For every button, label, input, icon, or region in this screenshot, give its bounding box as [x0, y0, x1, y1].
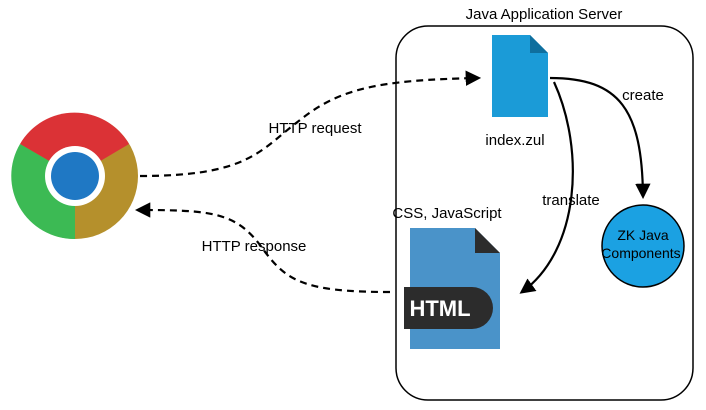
zk-label-line2: Components [601, 245, 680, 261]
server-container [395, 25, 694, 401]
html-document-icon: HTML [404, 228, 500, 349]
zk-label-line1: ZK Java [617, 227, 669, 243]
translate-label: translate [542, 192, 600, 209]
css-js-label: CSS, JavaScript [392, 205, 502, 222]
html-badge-text: HTML [409, 296, 470, 321]
server-title: Java Application Server [466, 6, 623, 23]
http-response-arrow [134, 202, 391, 294]
index-zul-label: index.zul [485, 132, 544, 149]
http-request-label: HTTP request [268, 120, 362, 137]
index-zul-file-icon [492, 35, 548, 117]
http-response-label: HTTP response [202, 238, 307, 255]
create-arrow [549, 76, 651, 200]
translate-arrow [519, 81, 574, 294]
create-label: create [622, 87, 664, 104]
chrome-browser-icon [11, 112, 138, 240]
zk-components-node: ZK Java Components [601, 204, 685, 288]
http-request-arrow [139, 70, 482, 178]
